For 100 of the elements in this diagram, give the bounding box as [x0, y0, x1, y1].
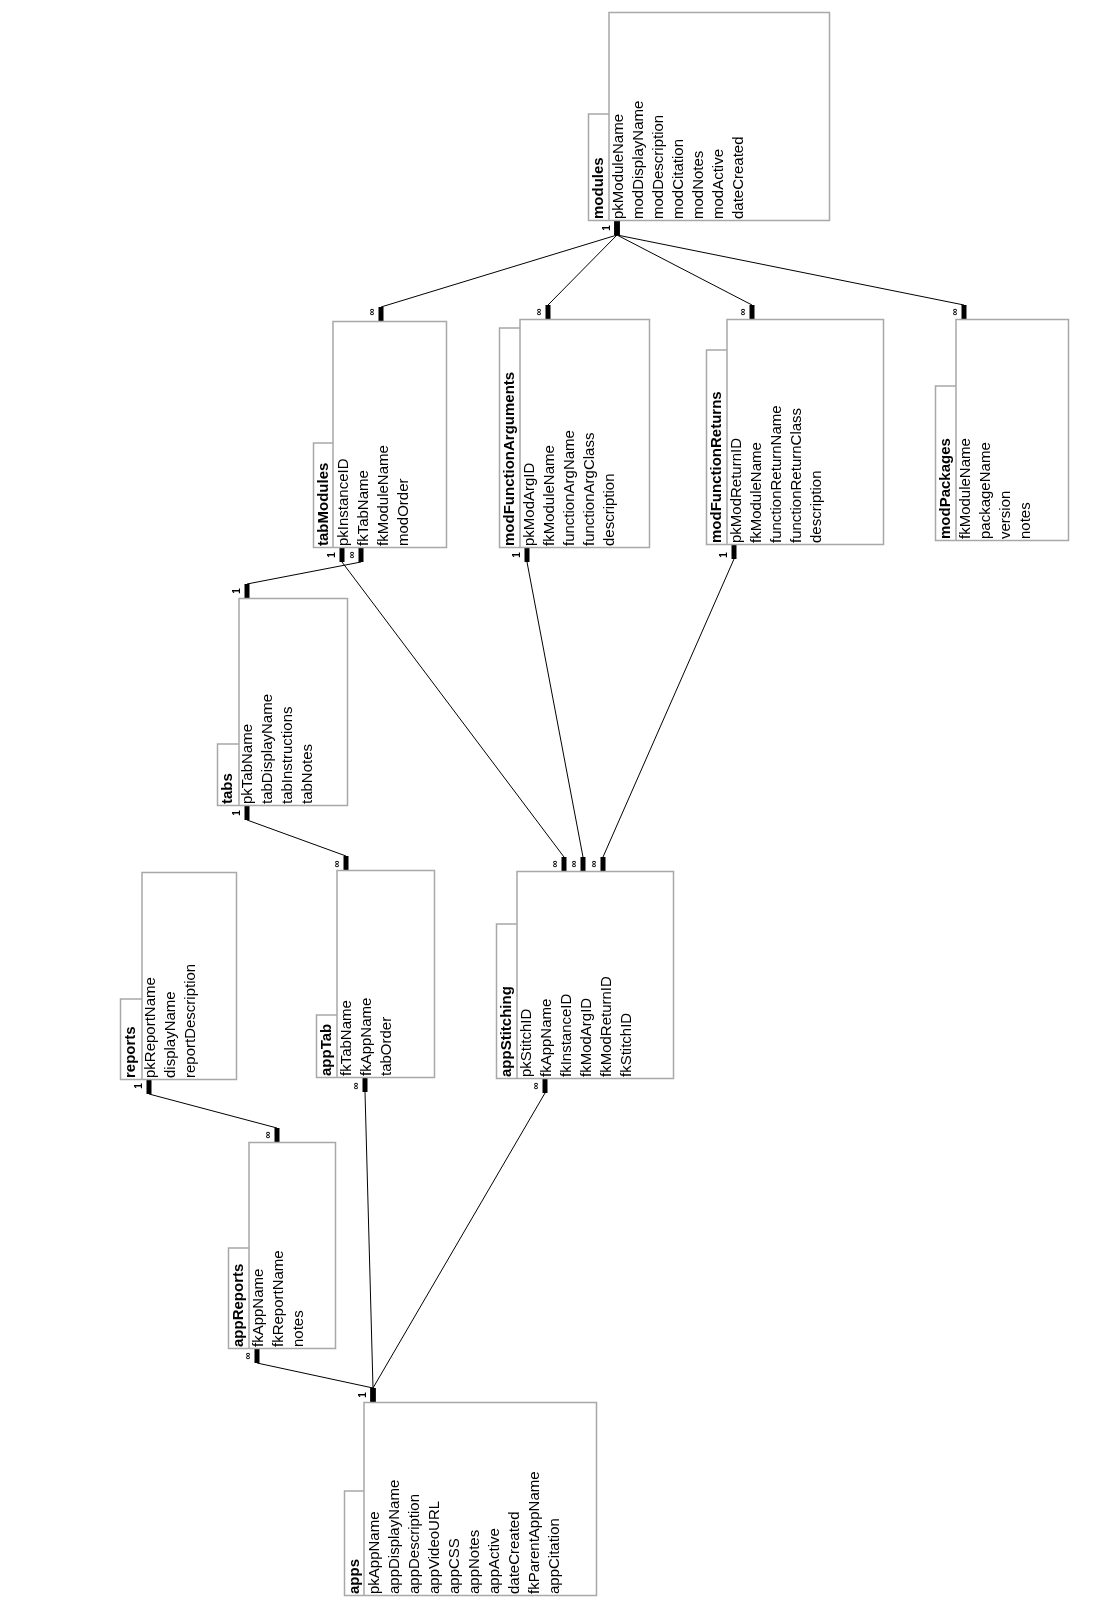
field-name: tabDisplayName: [257, 692, 276, 804]
field-name: appDescription: [404, 1492, 423, 1594]
relationship-line: [524, 547, 586, 872]
cardinality-label: ∞: [568, 860, 579, 868]
field-name: functionReturnClass: [786, 406, 805, 543]
table-name: reports: [120, 1025, 139, 1078]
table-name: modFunctionReturns: [706, 390, 725, 543]
field-name: description: [599, 472, 618, 546]
field-name: version: [995, 489, 1014, 539]
field-name: modNotes: [688, 149, 707, 219]
cardinality-label: ∞: [262, 1131, 273, 1139]
entity-table: [588, 12, 830, 221]
field-name: modCitation: [668, 137, 687, 219]
field-name: pkStitchID: [516, 1007, 535, 1077]
field-name: fkAppName: [356, 996, 375, 1076]
cardinality-label: 1: [601, 225, 612, 231]
field-name: modDisplayName: [628, 99, 647, 219]
field-name: modActive: [708, 147, 727, 219]
field-name: displayName: [160, 990, 179, 1078]
relationship-line: [370, 1078, 548, 1403]
cardinality-label: 1: [718, 552, 729, 558]
entity-table: [217, 598, 348, 806]
field-name: fkAppName: [536, 997, 555, 1077]
table-name: tabs: [217, 772, 236, 804]
field-name: appDisplayName: [384, 1478, 403, 1594]
field-name: fkTabName: [353, 469, 372, 546]
cardinality-label: 1: [326, 552, 337, 558]
field-name: functionArgClass: [579, 431, 598, 546]
field-name: fkModArgID: [576, 996, 595, 1077]
field-name: appVideoURL: [424, 1499, 443, 1594]
relationship-line: [244, 805, 349, 871]
table-name: appTab: [316, 1022, 335, 1076]
cardinality-label: ∞: [242, 1352, 253, 1360]
entity-table: [935, 319, 1069, 541]
field-name: modOrder: [393, 477, 412, 546]
cardinality-label: ∞: [346, 551, 357, 559]
field-name: fkModuleName: [955, 437, 974, 539]
cardinality-label: ∞: [949, 308, 960, 316]
cardinality-label: ∞: [331, 860, 342, 868]
relationship-line: [600, 544, 737, 872]
field-name: packageName: [975, 441, 994, 539]
field-name: description: [806, 469, 825, 543]
field-name: tabOrder: [376, 1015, 395, 1076]
field-name: fkReportName: [268, 1249, 287, 1347]
cardinality-label: 1: [357, 1392, 368, 1398]
relationship-line: [244, 547, 364, 599]
cardinality-label: 1: [231, 810, 242, 816]
table-name: tabModules: [313, 461, 332, 546]
entity-table: [344, 1402, 597, 1596]
field-name: pkModArgID: [519, 461, 538, 546]
field-name: pkTabName: [237, 722, 256, 804]
entity-table: [120, 872, 237, 1080]
entity-table: [228, 1142, 336, 1349]
field-name: notes: [288, 1309, 307, 1347]
field-name: appActive: [484, 1527, 503, 1594]
field-name: modDescription: [648, 113, 667, 219]
field-name: fkModReturnID: [596, 975, 615, 1077]
field-name: fkModuleName: [746, 441, 765, 543]
relationship-line: [146, 1079, 280, 1143]
field-name: pkInstanceID: [333, 457, 352, 546]
field-name: tabNotes: [297, 742, 316, 804]
field-name: appCitation: [544, 1517, 563, 1594]
cardinality-label: ∞: [588, 860, 599, 868]
cardinality-label: ∞: [350, 1082, 361, 1090]
table-name: apps: [344, 1558, 363, 1594]
field-name: pkModReturnID: [726, 436, 745, 543]
cardinality-label: ∞: [533, 308, 544, 316]
entity-table: [316, 870, 435, 1078]
field-name: tabInstructions: [277, 705, 296, 804]
relationship-line: [339, 547, 567, 872]
cardinality-label: 1: [133, 1083, 144, 1089]
entity-table: [496, 871, 674, 1079]
field-name: fkTabName: [336, 999, 355, 1076]
cardinality-label: ∞: [549, 860, 560, 868]
field-name: fkInstanceID: [556, 992, 575, 1077]
table-name: modPackages: [935, 437, 954, 539]
field-name: appCSS: [444, 1537, 463, 1594]
cardinality-label: 1: [231, 588, 242, 594]
cardinality-label: ∞: [366, 308, 377, 316]
field-name: notes: [1015, 501, 1034, 539]
cardinality-label: ∞: [737, 308, 748, 316]
field-name: pkAppName: [364, 1510, 383, 1594]
field-name: appNotes: [464, 1528, 483, 1594]
field-name: fkParentAppName: [524, 1470, 543, 1594]
field-name: pkReportName: [140, 976, 159, 1078]
entity-table: [499, 319, 650, 548]
field-name: fkModuleName: [373, 444, 392, 546]
table-name: appStitching: [496, 985, 515, 1077]
cardinality-label: ∞: [530, 1082, 541, 1090]
field-name: fkAppName: [248, 1267, 267, 1347]
entity-table: [706, 319, 884, 545]
table-name: modFunctionArguments: [499, 370, 518, 546]
field-name: pkModuleName: [608, 112, 627, 219]
field-name: dateCreated: [504, 1510, 523, 1594]
cardinality-label: 1: [511, 552, 522, 558]
field-name: reportDescription: [180, 962, 199, 1078]
field-name: fkModuleName: [539, 444, 558, 546]
field-name: functionReturnName: [766, 404, 785, 543]
entity-table: [313, 321, 447, 548]
field-name: functionArgName: [559, 429, 578, 546]
